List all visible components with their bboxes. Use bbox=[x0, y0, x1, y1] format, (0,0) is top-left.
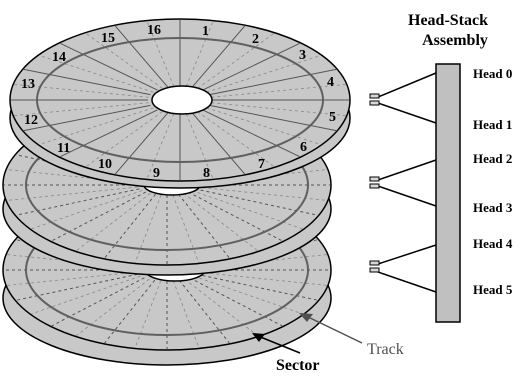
sector-divider-line bbox=[211, 102, 346, 117]
sector-arrowhead bbox=[252, 333, 265, 342]
sector-divider-line bbox=[191, 112, 246, 175]
sector-number: 14 bbox=[52, 50, 66, 65]
sector-divider-line bbox=[189, 277, 283, 327]
sector-divider-line bbox=[193, 275, 303, 315]
head-label-0: Head 0 bbox=[473, 66, 512, 81]
slider-head-2 bbox=[369, 176, 380, 182]
sector-divider-line bbox=[31, 190, 143, 230]
arm-head-4 bbox=[377, 244, 437, 265]
sector-number: 5 bbox=[329, 110, 336, 125]
platter-top-sector-lines bbox=[11, 20, 349, 180]
sector-divider-line bbox=[39, 55, 154, 93]
track-arrowhead bbox=[299, 313, 313, 322]
sector-divider-line bbox=[60, 42, 158, 91]
head-arms bbox=[377, 72, 437, 293]
sector-divider-line bbox=[178, 279, 230, 344]
head-label-1: Head 1 bbox=[473, 117, 512, 132]
arm-head-3 bbox=[377, 185, 437, 207]
sector-number: 12 bbox=[24, 113, 38, 128]
sector-number: 7 bbox=[258, 157, 265, 172]
sector-divider-line bbox=[85, 111, 163, 167]
sector-number: 3 bbox=[299, 48, 306, 63]
slider-head-4 bbox=[369, 260, 380, 266]
sector-number: 4 bbox=[327, 75, 334, 90]
assembly-bar bbox=[435, 63, 461, 323]
arm-head-2 bbox=[377, 159, 437, 181]
sector-number: 15 bbox=[101, 31, 115, 46]
slider-head-3 bbox=[369, 183, 380, 189]
sector-number: 1 bbox=[202, 24, 209, 39]
head-label-2: Head 2 bbox=[473, 151, 512, 166]
sector-divider-line bbox=[39, 107, 154, 145]
track-label: Track bbox=[367, 341, 404, 358]
sector-divider-line bbox=[23, 104, 151, 132]
sector-divider-line bbox=[114, 25, 169, 88]
sector-divider-line bbox=[31, 275, 141, 315]
sector-divider-line bbox=[191, 25, 246, 88]
arm-head-5 bbox=[377, 271, 437, 293]
head-stack-assembly: Head-Stack Assembly H bbox=[369, 12, 513, 323]
sector-divider-line bbox=[197, 111, 275, 167]
sector-divider-line bbox=[172, 194, 200, 263]
sector-number: 8 bbox=[203, 166, 210, 181]
slider-head-1 bbox=[369, 100, 380, 106]
sector-label: Sector bbox=[276, 357, 320, 374]
sector-divider-line bbox=[202, 109, 300, 158]
sector-divider-line bbox=[85, 33, 163, 89]
assembly-title-line-2: Assembly bbox=[422, 32, 488, 49]
head-sliders bbox=[369, 93, 380, 273]
head-label-3: Head 3 bbox=[473, 200, 513, 215]
sector-pointer-line bbox=[257, 335, 301, 354]
sector-divider-line bbox=[197, 33, 275, 89]
sector-divider-line bbox=[209, 104, 337, 132]
sector-divider-line bbox=[14, 102, 149, 117]
sector-divider-line bbox=[134, 194, 162, 263]
sector-number: 10 bbox=[98, 157, 112, 172]
sector-divider-line bbox=[191, 190, 303, 230]
sector-divider-line bbox=[104, 279, 156, 344]
slider-head-5 bbox=[369, 267, 380, 273]
sector-divider-line bbox=[209, 68, 337, 96]
platter-top-spindle-hole bbox=[151, 85, 213, 115]
sector-number: 16 bbox=[147, 23, 161, 38]
sector-divider-line bbox=[60, 109, 158, 158]
sector-divider-line bbox=[114, 112, 169, 175]
arm-head-0 bbox=[377, 72, 437, 98]
track-pointer-line bbox=[305, 315, 363, 344]
sector-numbers: 1 2 3 4 5 6 7 8 9 10 11 12 13 14 15 16 bbox=[21, 23, 336, 181]
platter-top bbox=[9, 18, 351, 189]
sector-divider-line bbox=[23, 68, 151, 96]
arm-head-1 bbox=[377, 102, 437, 124]
track-callout: Track bbox=[299, 313, 404, 358]
sector-number: 6 bbox=[300, 140, 307, 155]
sector-number: 11 bbox=[57, 141, 70, 156]
sector-divider-line bbox=[202, 42, 300, 91]
sector-number: 2 bbox=[252, 32, 259, 47]
sector-divider-line bbox=[206, 107, 321, 145]
sector-divider-line bbox=[178, 193, 230, 259]
assembly-title-line-1: Head-Stack bbox=[408, 12, 488, 29]
sector-number: 9 bbox=[153, 166, 160, 181]
head-label-4: Head 4 bbox=[473, 236, 513, 251]
sector-divider-line bbox=[51, 277, 145, 327]
sector-divider-line bbox=[104, 193, 156, 259]
sector-callout: Sector bbox=[252, 333, 320, 374]
sector-divider-line bbox=[211, 83, 346, 98]
head-label-5: Head 5 bbox=[473, 282, 513, 297]
platter-top-track bbox=[36, 37, 324, 163]
slider-head-0 bbox=[369, 93, 380, 99]
sector-number: 13 bbox=[21, 77, 35, 92]
sector-divider-line bbox=[206, 55, 321, 93]
sector-divider-line bbox=[14, 83, 149, 98]
